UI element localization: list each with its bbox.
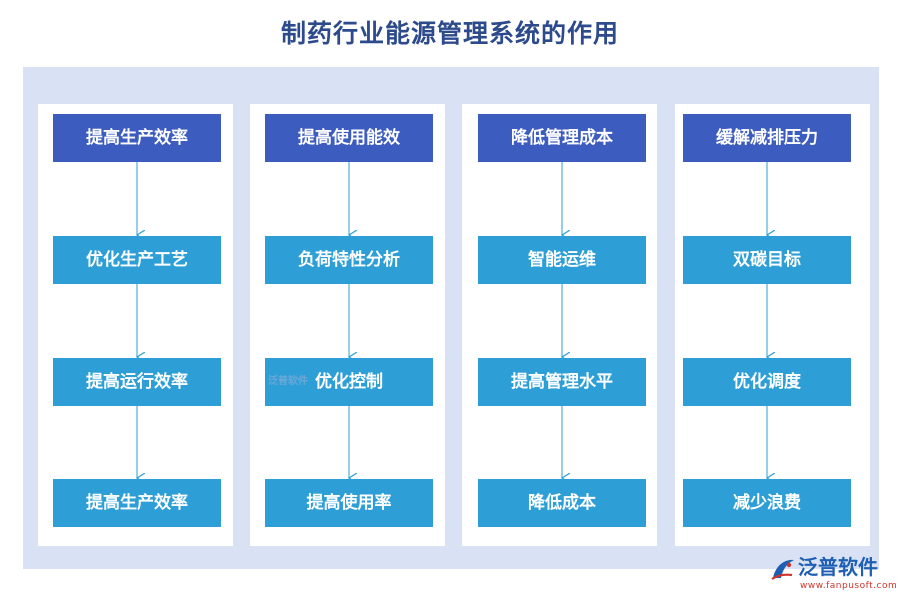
col3-step-2: 提高管理水平 (478, 358, 646, 406)
col2-step-3: 提高使用率 (265, 479, 433, 527)
col2-head-box: 提高使用能效 (265, 114, 433, 162)
col3-step-3: 降低成本 (478, 479, 646, 527)
col4-step-1: 双碳目标 (683, 236, 851, 284)
column-2 (250, 104, 445, 546)
column-4 (675, 104, 870, 546)
col3-head-box: 降低管理成本 (478, 114, 646, 162)
col4-head-box: 缓解减排压力 (683, 114, 851, 162)
logo-url: www.fanpusoft.com (800, 581, 898, 591)
logo-name: 泛普软件 (798, 555, 878, 579)
col2-step-1: 负荷特性分析 (265, 236, 433, 284)
col3-step-1: 智能运维 (478, 236, 646, 284)
page-title: 制药行业能源管理系统的作用 (280, 19, 619, 48)
col4-step-2: 优化调度 (683, 358, 851, 406)
brand-logo: 泛普软件 www.fanpusoft.com (770, 552, 898, 598)
col1-step-3: 提高生产效率 (53, 479, 221, 527)
watermark-text: 泛普软件 (268, 376, 308, 387)
fanpu-logo-icon (771, 559, 794, 580)
col1-step-2: 提高运行效率 (53, 358, 221, 406)
col4-step-3: 减少浪费 (683, 479, 851, 527)
column-3 (462, 104, 657, 546)
col2-step-2: 优化控制 (265, 358, 433, 406)
col1-step-1: 优化生产工艺 (53, 236, 221, 284)
column-1 (38, 104, 233, 546)
col1-head-box: 提高生产效率 (53, 114, 221, 162)
